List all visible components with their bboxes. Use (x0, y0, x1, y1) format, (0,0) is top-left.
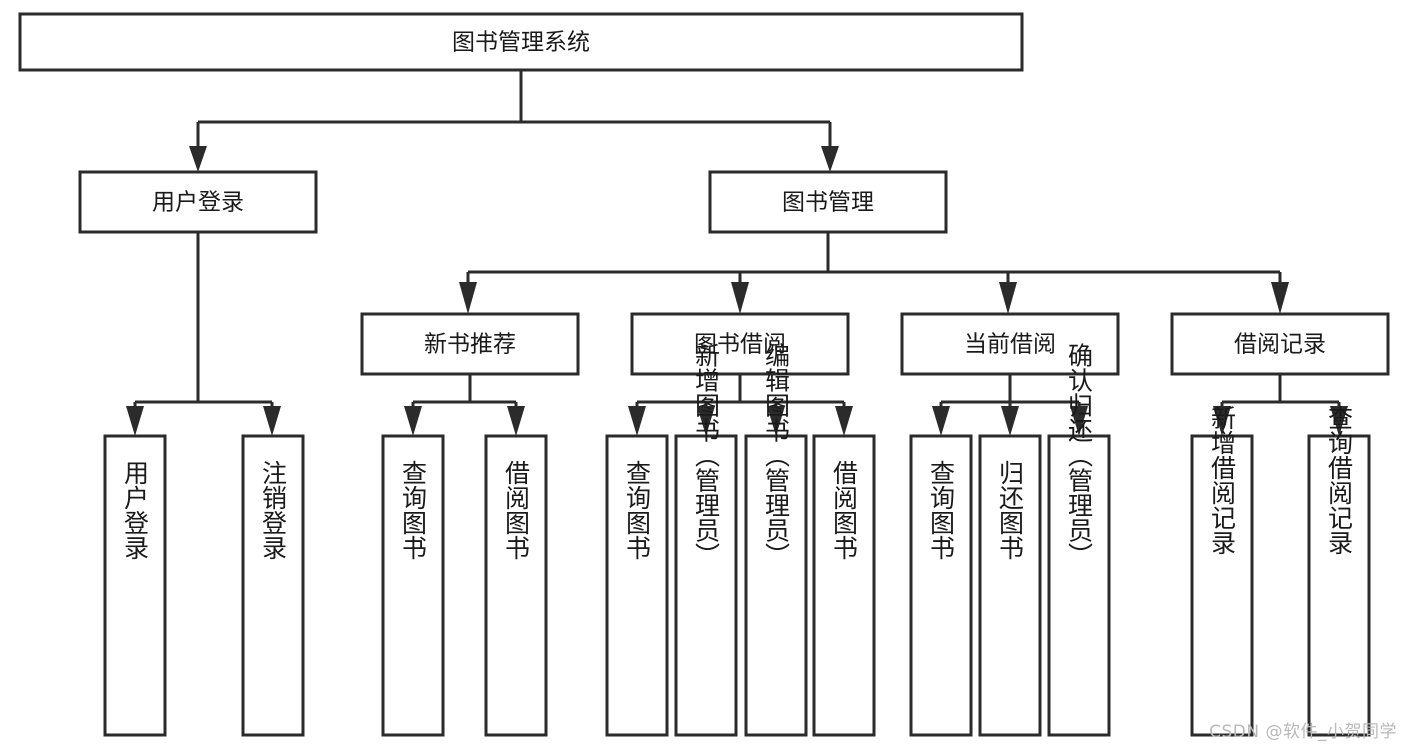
leaf-query-book-2-box (605, 434, 669, 737)
leaf-user-login-label: 用户登录 (121, 460, 150, 560)
arrowhead-new-book-recommend (459, 282, 477, 314)
leaf-borrow-book-1-box (484, 434, 548, 737)
arrowhead-leaf-add-book-admin (697, 406, 715, 436)
node-root[interactable]: 图书管理系统 (18, 12, 1024, 72)
arrowhead-leaf-query-book-1 (404, 406, 422, 436)
leaf-user-login-box (103, 434, 167, 737)
leaf-add-borrow-record-box (1190, 434, 1254, 737)
node-new-book-recommend-box (360, 312, 580, 376)
leaf-logout-login-box (241, 434, 305, 737)
arrowhead-borrow-record (1271, 282, 1289, 314)
node-user-login-label: 用户登录 (152, 190, 244, 216)
node-book-borrow-box (630, 312, 850, 376)
arrowhead-leaf-edit-book-admin (767, 406, 785, 436)
leaf-confirm-return-admin-box (1047, 434, 1111, 737)
leaf-query-borrow-record-label: 查询借阅记录 (1325, 405, 1354, 555)
leaf-query-book-3[interactable]: 查询图书 (909, 434, 973, 737)
leaf-logout-login-label: 注销登录 (259, 460, 288, 560)
leaf-query-book-3-box (909, 434, 973, 737)
leaf-add-borrow-record[interactable]: 新增借阅记录 (1190, 405, 1254, 737)
leaf-query-book-2-label: 查询图书 (623, 460, 652, 560)
leaf-query-book-1-label: 查询图书 (399, 460, 428, 560)
leaf-logout-login[interactable]: 注销登录 (241, 434, 305, 737)
node-current-borrow-label: 当前借阅 (964, 332, 1056, 358)
leaf-add-book-admin[interactable]: 新增图书（管理员） (674, 343, 738, 737)
leaf-edit-book-admin[interactable]: 编辑图书（管理员） (744, 343, 808, 737)
leaf-add-borrow-record-label: 新增借阅记录 (1208, 405, 1237, 555)
arrowhead-leaf-borrow-book-1 (507, 406, 525, 436)
arrowhead-leaf-logout-login (263, 406, 281, 436)
leaf-return-book[interactable]: 归还图书 (978, 434, 1042, 737)
arrowhead-leaf-return-book (1001, 406, 1019, 436)
node-book-borrow[interactable]: 图书借阅 (630, 312, 850, 376)
node-book-borrow-label: 图书借阅 (694, 332, 786, 358)
leaf-user-login[interactable]: 用户登录 (103, 434, 167, 737)
leaf-query-book-2[interactable]: 查询图书 (605, 434, 669, 737)
node-new-book-recommend[interactable]: 新书推荐 (360, 312, 580, 376)
leaf-query-borrow-record[interactable]: 查询借阅记录 (1307, 405, 1371, 737)
leaf-borrow-book-2-label: 借阅图书 (830, 460, 859, 560)
leaf-query-book-1[interactable]: 查询图书 (381, 434, 445, 737)
node-user-login[interactable]: 用户登录 (78, 170, 318, 234)
node-book-management[interactable]: 图书管理 (708, 170, 948, 234)
leaf-query-borrow-record-box (1307, 434, 1371, 737)
leaf-borrow-book-1[interactable]: 借阅图书 (484, 434, 548, 737)
arrowhead-leaf-user-login (126, 406, 144, 436)
node-borrow-record-box (1170, 312, 1390, 376)
leaf-return-book-box (978, 434, 1042, 737)
leaf-query-book-1-box (381, 434, 445, 737)
arrowhead-book-borrow (731, 282, 749, 314)
node-book-management-label: 图书管理 (782, 190, 874, 216)
csdn-watermark: CSDN @软件_小贺同学 (1209, 722, 1397, 742)
arrowhead-leaf-confirm-return-admin (1070, 406, 1088, 436)
node-current-borrow[interactable]: 当前借阅 (900, 312, 1120, 376)
arrowhead-leaf-query-book-3 (932, 406, 950, 436)
node-borrow-record-label: 借阅记录 (1234, 332, 1326, 358)
leaf-add-book-admin-box (674, 434, 738, 737)
leaf-borrow-book-1-label: 借阅图书 (502, 460, 531, 560)
node-root-label: 图书管理系统 (452, 30, 590, 56)
arrowhead-leaf-add-borrow-record (1213, 406, 1231, 436)
leaf-return-book-label: 归还图书 (996, 460, 1025, 560)
arrowhead-book-management (821, 146, 839, 172)
leaf-confirm-return-admin-label: 确认归还（管理员） (1065, 343, 1094, 568)
leaf-edit-book-admin-label: 编辑图书（管理员） (762, 343, 791, 568)
node-borrow-record[interactable]: 借阅记录 (1170, 312, 1390, 376)
arrowhead-leaf-borrow-book-2 (835, 406, 853, 436)
leaf-query-book-3-label: 查询图书 (927, 460, 956, 560)
leaf-add-book-admin-label: 新增图书（管理员） (692, 343, 721, 568)
leaf-borrow-book-2[interactable]: 借阅图书 (812, 434, 876, 737)
leaf-borrow-book-2-box (812, 434, 876, 737)
node-book-management-box (708, 170, 948, 234)
arrowhead-current-borrow (999, 282, 1017, 314)
arrowhead-leaf-query-book-2 (628, 406, 646, 436)
node-root-box (18, 12, 1024, 72)
node-new-book-recommend-label: 新书推荐 (424, 332, 516, 358)
arrowhead-leaf-query-borrow-record (1330, 406, 1348, 436)
leaf-confirm-return-admin[interactable]: 确认归还（管理员） (1047, 343, 1111, 737)
node-current-borrow-box (900, 312, 1120, 376)
arrowhead-user-login (189, 146, 207, 172)
leaf-edit-book-admin-box (744, 434, 808, 737)
